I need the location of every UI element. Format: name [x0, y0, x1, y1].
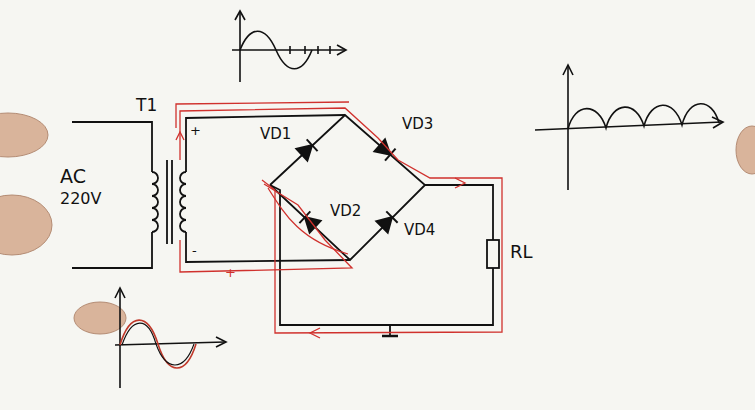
circuit-label: T1	[136, 96, 157, 115]
output-waveform	[535, 65, 723, 190]
circuit-label: VD1	[260, 126, 291, 143]
circuit-label: 220V	[60, 190, 101, 208]
finger	[74, 302, 126, 334]
circuit-label: +	[190, 124, 201, 138]
resistor-symbol	[487, 240, 499, 268]
circuit-label: -	[192, 244, 197, 258]
circuit-wires	[186, 115, 499, 336]
finger	[736, 126, 755, 174]
hands	[0, 113, 755, 334]
circuit-label: VD2	[330, 203, 361, 220]
circuit-label: +	[225, 266, 236, 280]
current-path	[176, 102, 502, 338]
diode-symbol	[374, 139, 395, 160]
finger	[0, 195, 52, 255]
diode-symbol	[296, 139, 317, 160]
diode-symbol	[376, 211, 397, 232]
circuit-label: AC	[60, 166, 86, 187]
finger	[0, 113, 48, 157]
circuit-label: VD3	[402, 116, 433, 133]
diodes	[296, 139, 397, 232]
circuit-label: VD4	[404, 222, 435, 239]
input-waveform	[232, 11, 346, 82]
ground-symbol	[389, 325, 391, 335]
circuit-label: RL	[510, 242, 533, 262]
secondary-waveform	[115, 288, 226, 388]
